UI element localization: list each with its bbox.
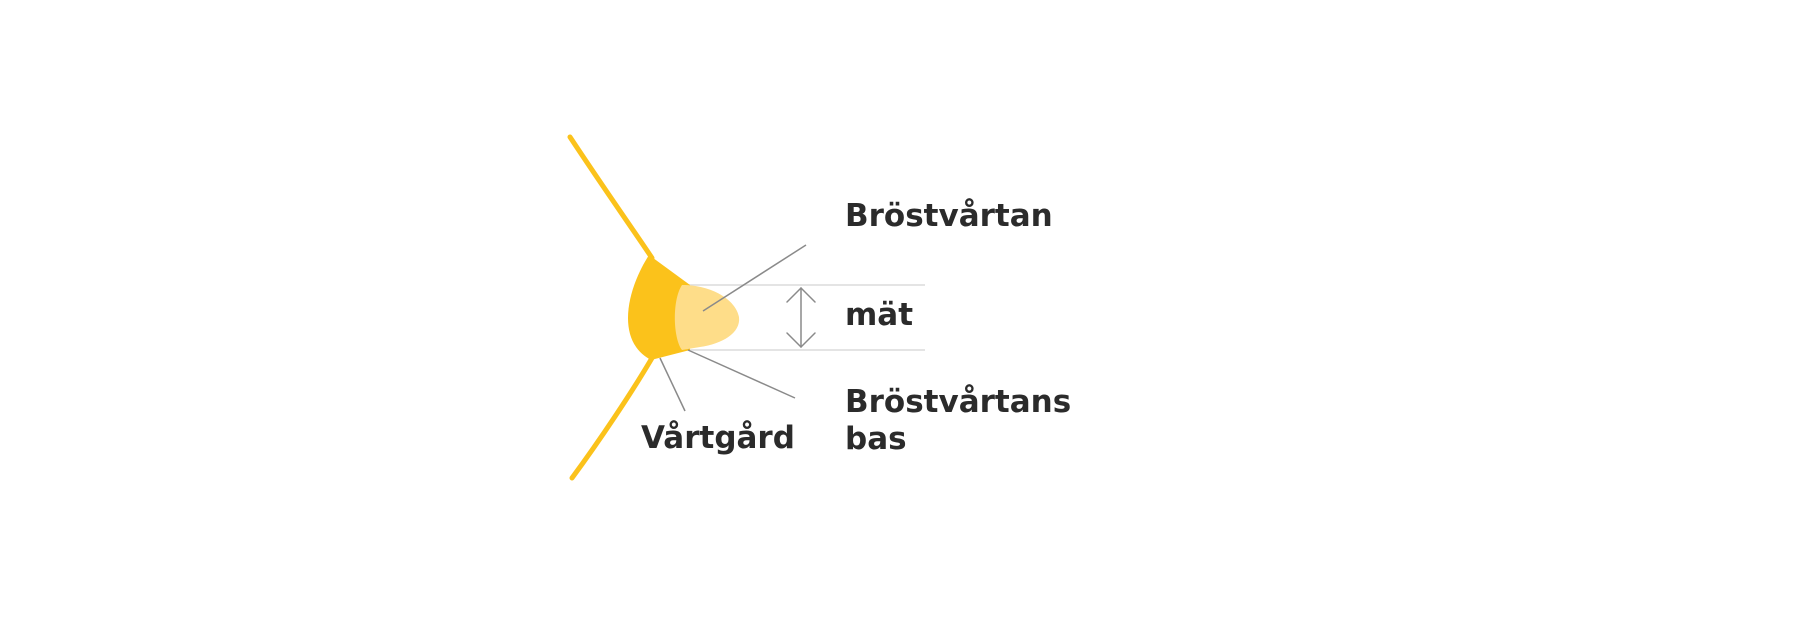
label-nipple: Bröstvårtan — [845, 198, 1053, 234]
breast-lower-curve — [569, 355, 655, 481]
label-areola: Vårtgård — [641, 420, 795, 456]
label-nipple-base-line1: Bröstvårtans — [845, 384, 1072, 420]
label-nipple-base-line2: bas — [845, 421, 907, 457]
measurement-arrow-icon — [786, 286, 816, 349]
areola-shape — [628, 255, 690, 360]
label-measure: mät — [845, 297, 914, 333]
leader-line-areola — [659, 357, 686, 412]
leader-line-nipple — [702, 244, 807, 312]
breast-upper-curve — [567, 134, 655, 261]
nipple-shape — [674, 285, 740, 350]
leader-line-nipple-base — [687, 349, 796, 399]
label-nipple-base: Bröstvårtans bas — [845, 384, 1071, 458]
